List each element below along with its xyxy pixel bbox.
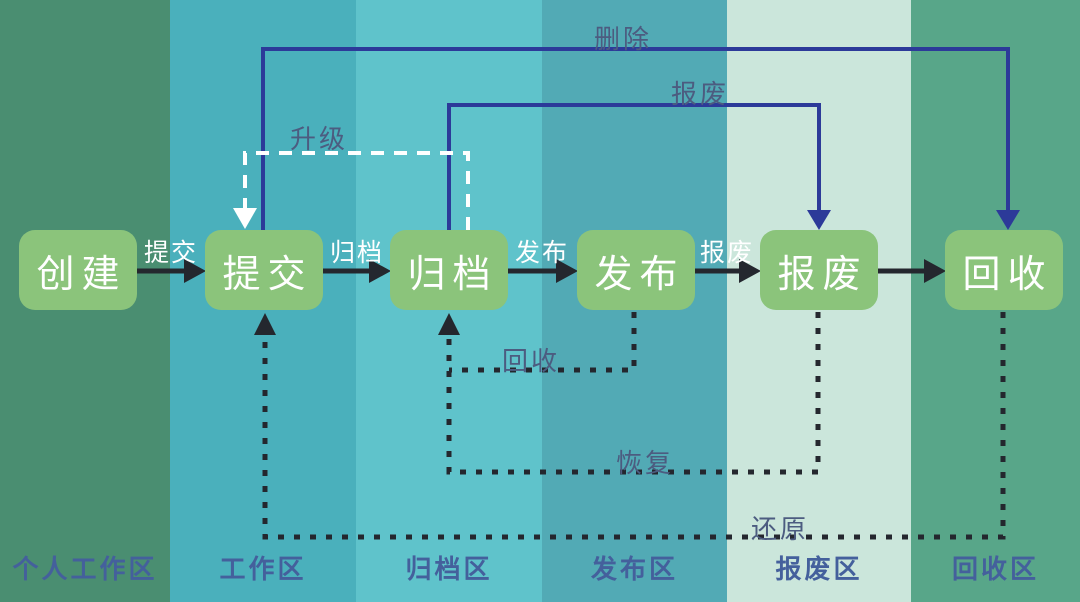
zone-label-recycle: 回收区 (951, 554, 1039, 584)
flow-label-submit: 提交 (143, 239, 199, 267)
edge-restore (446, 312, 821, 475)
flow-label-publish: 发布 (514, 239, 570, 267)
edge-upgrade (243, 151, 470, 230)
zone-label-scrap: 报废区 (775, 554, 863, 584)
node-archive-label: 归档 (407, 253, 498, 296)
edge-revert (262, 312, 1006, 540)
node-create-label: 创建 (36, 253, 127, 296)
zone-label-archive: 归档区 (405, 554, 493, 584)
node-create: 创建 (19, 230, 137, 310)
flow-label-scrap: 报废 (699, 239, 755, 267)
edge-recycle (449, 312, 637, 373)
node-scrap-label: 报废 (777, 253, 868, 296)
edge-scrap-arrowhead (807, 210, 831, 230)
edge-label-scrap: 报废 (670, 79, 730, 109)
flow-arrows (137, 259, 946, 283)
node-scrap: 报废 (760, 230, 878, 310)
edge-scrap (447, 103, 821, 230)
node-recycle: 回收 (945, 230, 1063, 310)
zone-label-workspace: 工作区 (219, 554, 307, 584)
edge-delete (261, 47, 1010, 230)
edge-recycle-arrowhead (438, 313, 460, 335)
edge-label-upgrade: 升级 (289, 124, 349, 154)
edge-label-delete: 删除 (593, 24, 653, 54)
node-recycle-label: 回收 (962, 253, 1053, 296)
edge-label-restore: 恢复 (615, 448, 675, 478)
node-publish: 发布 (577, 230, 695, 310)
edge-label-revert: 还原 (750, 514, 810, 544)
edge-upgrade-arrowhead (233, 208, 257, 229)
zone-label-personal-workspace: 个人工作区 (12, 554, 158, 584)
edge-delete-arrowhead (996, 210, 1020, 230)
node-publish-label: 发布 (594, 253, 685, 296)
node-archive: 归档 (390, 230, 508, 310)
node-submit-label: 提交 (222, 253, 313, 296)
edge-revert-arrowhead (254, 313, 276, 335)
node-submit: 提交 (205, 230, 323, 310)
zone-label-publish: 发布区 (590, 554, 678, 584)
edge-label-recycle: 回收 (501, 346, 561, 376)
flow-label-archive: 归档 (329, 239, 385, 267)
